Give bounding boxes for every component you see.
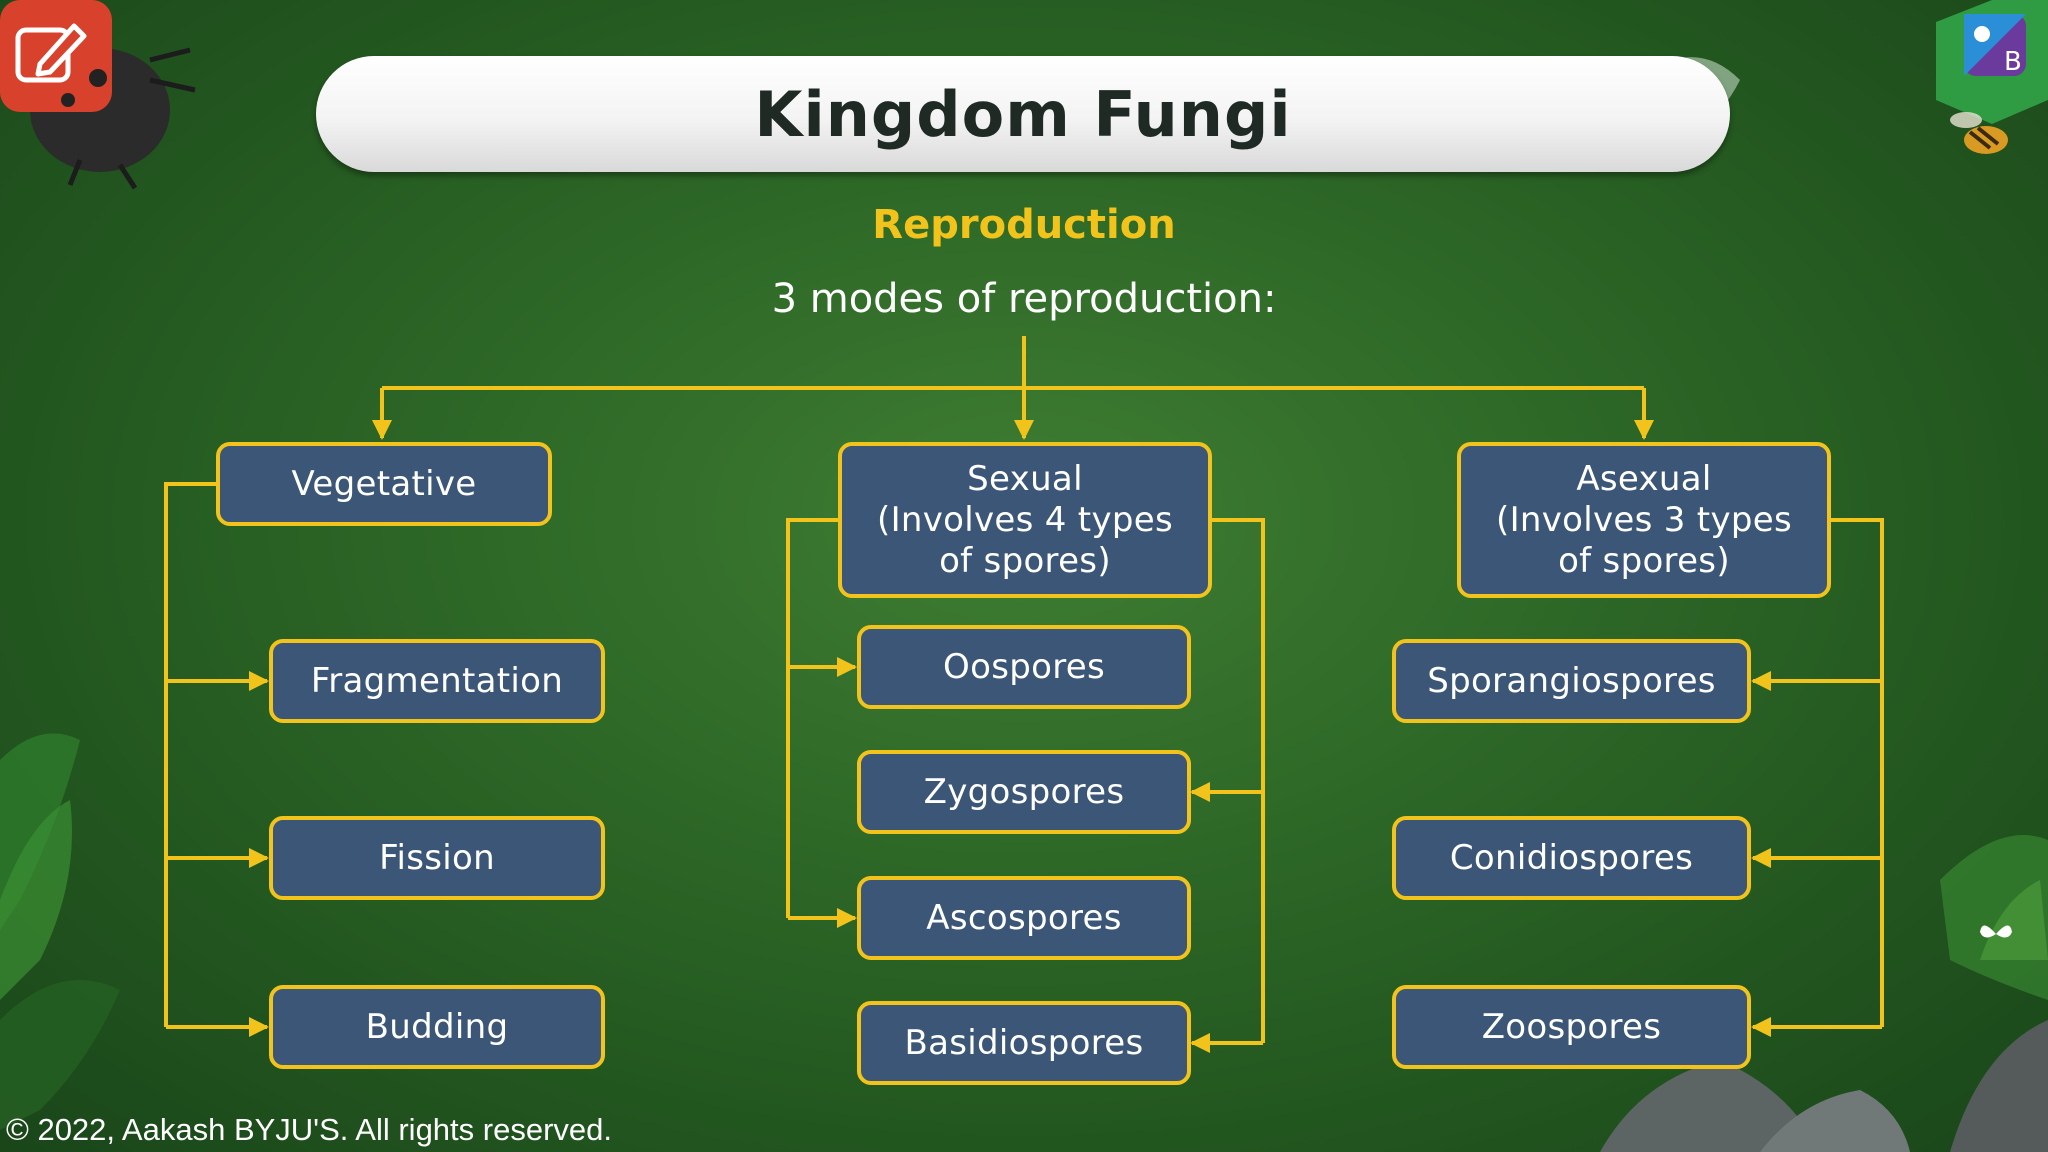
sexual-left-bracket [786, 518, 840, 918]
item-label: Basidiospores [904, 1022, 1144, 1063]
item-box-budding: Budding [269, 985, 605, 1069]
item-label: Ascospores [926, 897, 1122, 938]
item-box-conidiospores: Conidiospores [1392, 816, 1751, 900]
title-banner: Kingdom Fungi [316, 56, 1730, 172]
item-label: Fission [379, 837, 495, 878]
item-box-basidiospores: Basidiospores [857, 1001, 1191, 1085]
item-label: Conidiospores [1449, 837, 1694, 878]
mode-box-asexual: Asexual (Involves 3 types of spores) [1457, 442, 1831, 598]
svg-text:B: B [2004, 47, 2022, 77]
item-label: Budding [365, 1006, 509, 1047]
mode-box-vegetative: Vegetative [216, 442, 552, 526]
pencil-edit-icon[interactable] [0, 0, 200, 190]
mode-box-sexual: Sexual (Involves 4 types of spores) [838, 442, 1212, 598]
sexual-right-bracket [1212, 518, 1265, 1043]
item-box-sporangiospores: Sporangiospores [1392, 639, 1751, 723]
mode-label: Sexual (Involves 4 types of spores) [877, 458, 1173, 581]
mode-label: Asexual (Involves 3 types of spores) [1496, 458, 1792, 581]
item-label: Zoospores [1481, 1006, 1662, 1047]
item-box-fission: Fission [269, 816, 605, 900]
vegetative-bracket [164, 482, 216, 1027]
copyright-notice: © 2022, Aakash BYJU'S. All rights reserv… [6, 1112, 612, 1147]
item-label: Sporangiospores [1427, 660, 1716, 701]
item-box-zygospores: Zygospores [857, 750, 1191, 834]
item-label: Zygospores [923, 771, 1125, 812]
section-heading: Reproduction [872, 202, 1176, 248]
item-box-ascospores: Ascospores [857, 876, 1191, 960]
byjus-logo-icon: B [1936, 0, 2048, 154]
page-title: Kingdom Fungi [754, 77, 1292, 151]
butterfly-icon [1980, 925, 2012, 938]
item-label: Oospores [943, 646, 1105, 687]
asexual-bracket [1830, 518, 1884, 1027]
item-box-oospores: Oospores [857, 625, 1191, 709]
intro-text: 3 modes of reproduction: [771, 276, 1277, 322]
mode-label: Vegetative [291, 463, 477, 504]
item-box-zoospores: Zoospores [1392, 985, 1751, 1069]
item-box-fragmentation: Fragmentation [269, 639, 605, 723]
item-label: Fragmentation [310, 660, 564, 701]
